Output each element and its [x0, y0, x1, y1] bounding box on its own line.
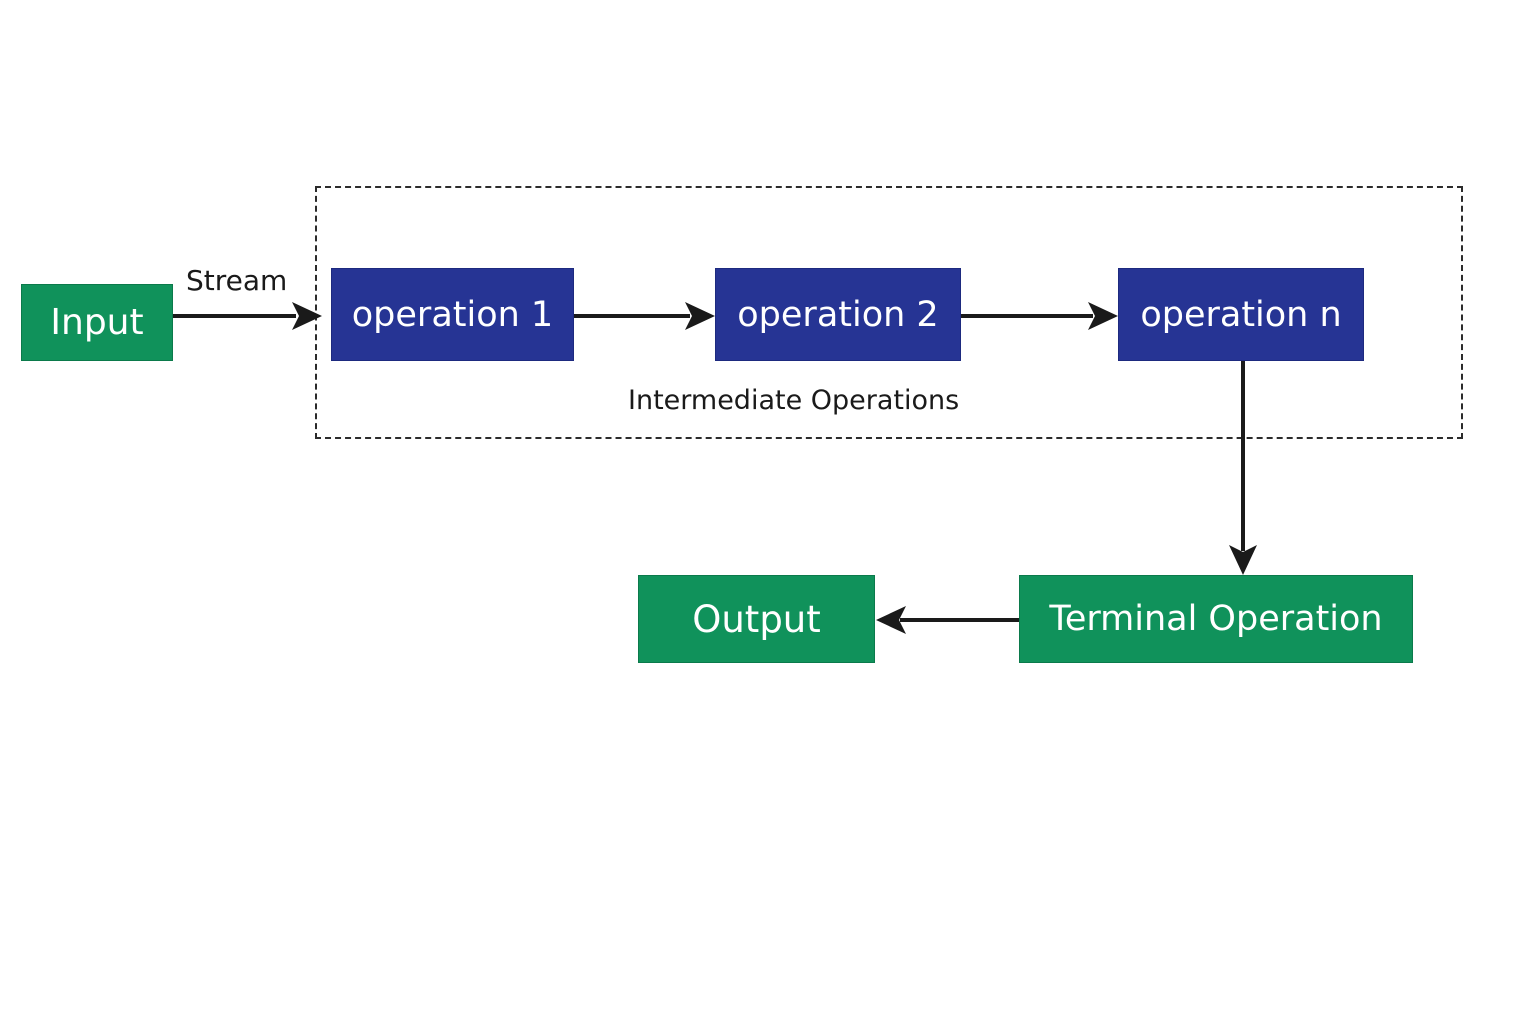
operation-2-node: operation 2: [715, 268, 961, 361]
stream-label: Stream: [186, 264, 288, 297]
arrow-input-to-operation-1: [173, 302, 322, 330]
operation-n-label: operation n: [1140, 294, 1342, 335]
terminal-operation-node: Terminal Operation: [1019, 575, 1413, 663]
operation-1-label: operation 1: [351, 294, 554, 335]
terminal-operation-label: Terminal Operation: [1049, 599, 1383, 639]
arrow-terminal-to-output: [876, 606, 1019, 634]
operation-n-node: operation n: [1118, 268, 1364, 361]
output-node: Output: [638, 575, 875, 663]
input-node: Input: [21, 284, 173, 361]
operation-2-label: operation 2: [737, 294, 939, 335]
operation-1-node: operation 1: [331, 268, 574, 361]
input-node-label: Input: [50, 302, 144, 343]
intermediate-operations-label: Intermediate Operations: [628, 385, 960, 416]
output-node-label: Output: [692, 597, 821, 641]
